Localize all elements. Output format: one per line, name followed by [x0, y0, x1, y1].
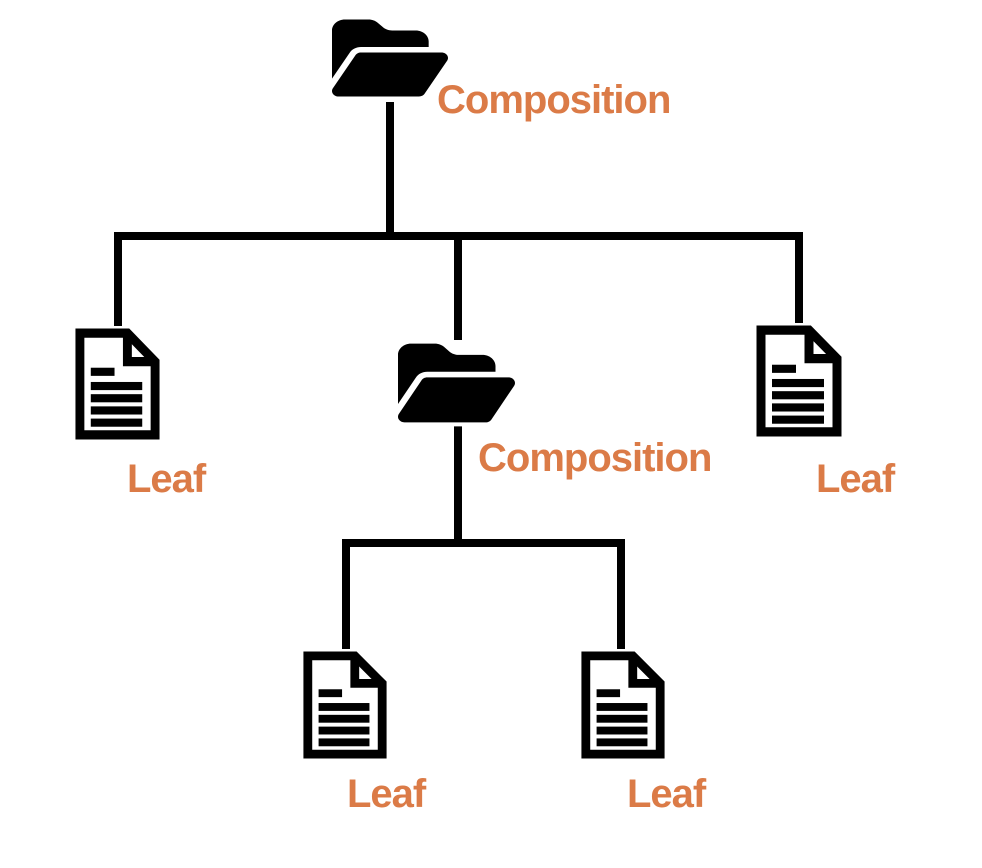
root-composition-label: Composition: [437, 78, 671, 122]
connector-level2-stem: [454, 426, 462, 547]
middle-composition-label: Composition: [478, 436, 712, 480]
connector-root-stem: [386, 102, 394, 240]
connector-level1-middle-drop: [454, 232, 462, 340]
open-folder-icon: [332, 14, 448, 102]
document-icon: [300, 648, 390, 762]
document-icon: [72, 325, 163, 443]
bottom-right-leaf-label: Leaf: [627, 772, 706, 816]
document-icon: [753, 322, 845, 440]
connector-level1-right-drop: [795, 232, 803, 323]
open-folder-icon: [398, 338, 515, 428]
connector-level2-horizontal: [342, 539, 625, 547]
document-icon: [578, 648, 668, 762]
left-leaf-label: Leaf: [127, 457, 206, 501]
connector-level2-left-drop: [342, 539, 350, 649]
bottom-left-leaf-label: Leaf: [347, 772, 426, 816]
connector-level1-left-drop: [114, 232, 122, 326]
right-leaf-label: Leaf: [816, 457, 895, 501]
connector-level2-right-drop: [617, 539, 625, 649]
